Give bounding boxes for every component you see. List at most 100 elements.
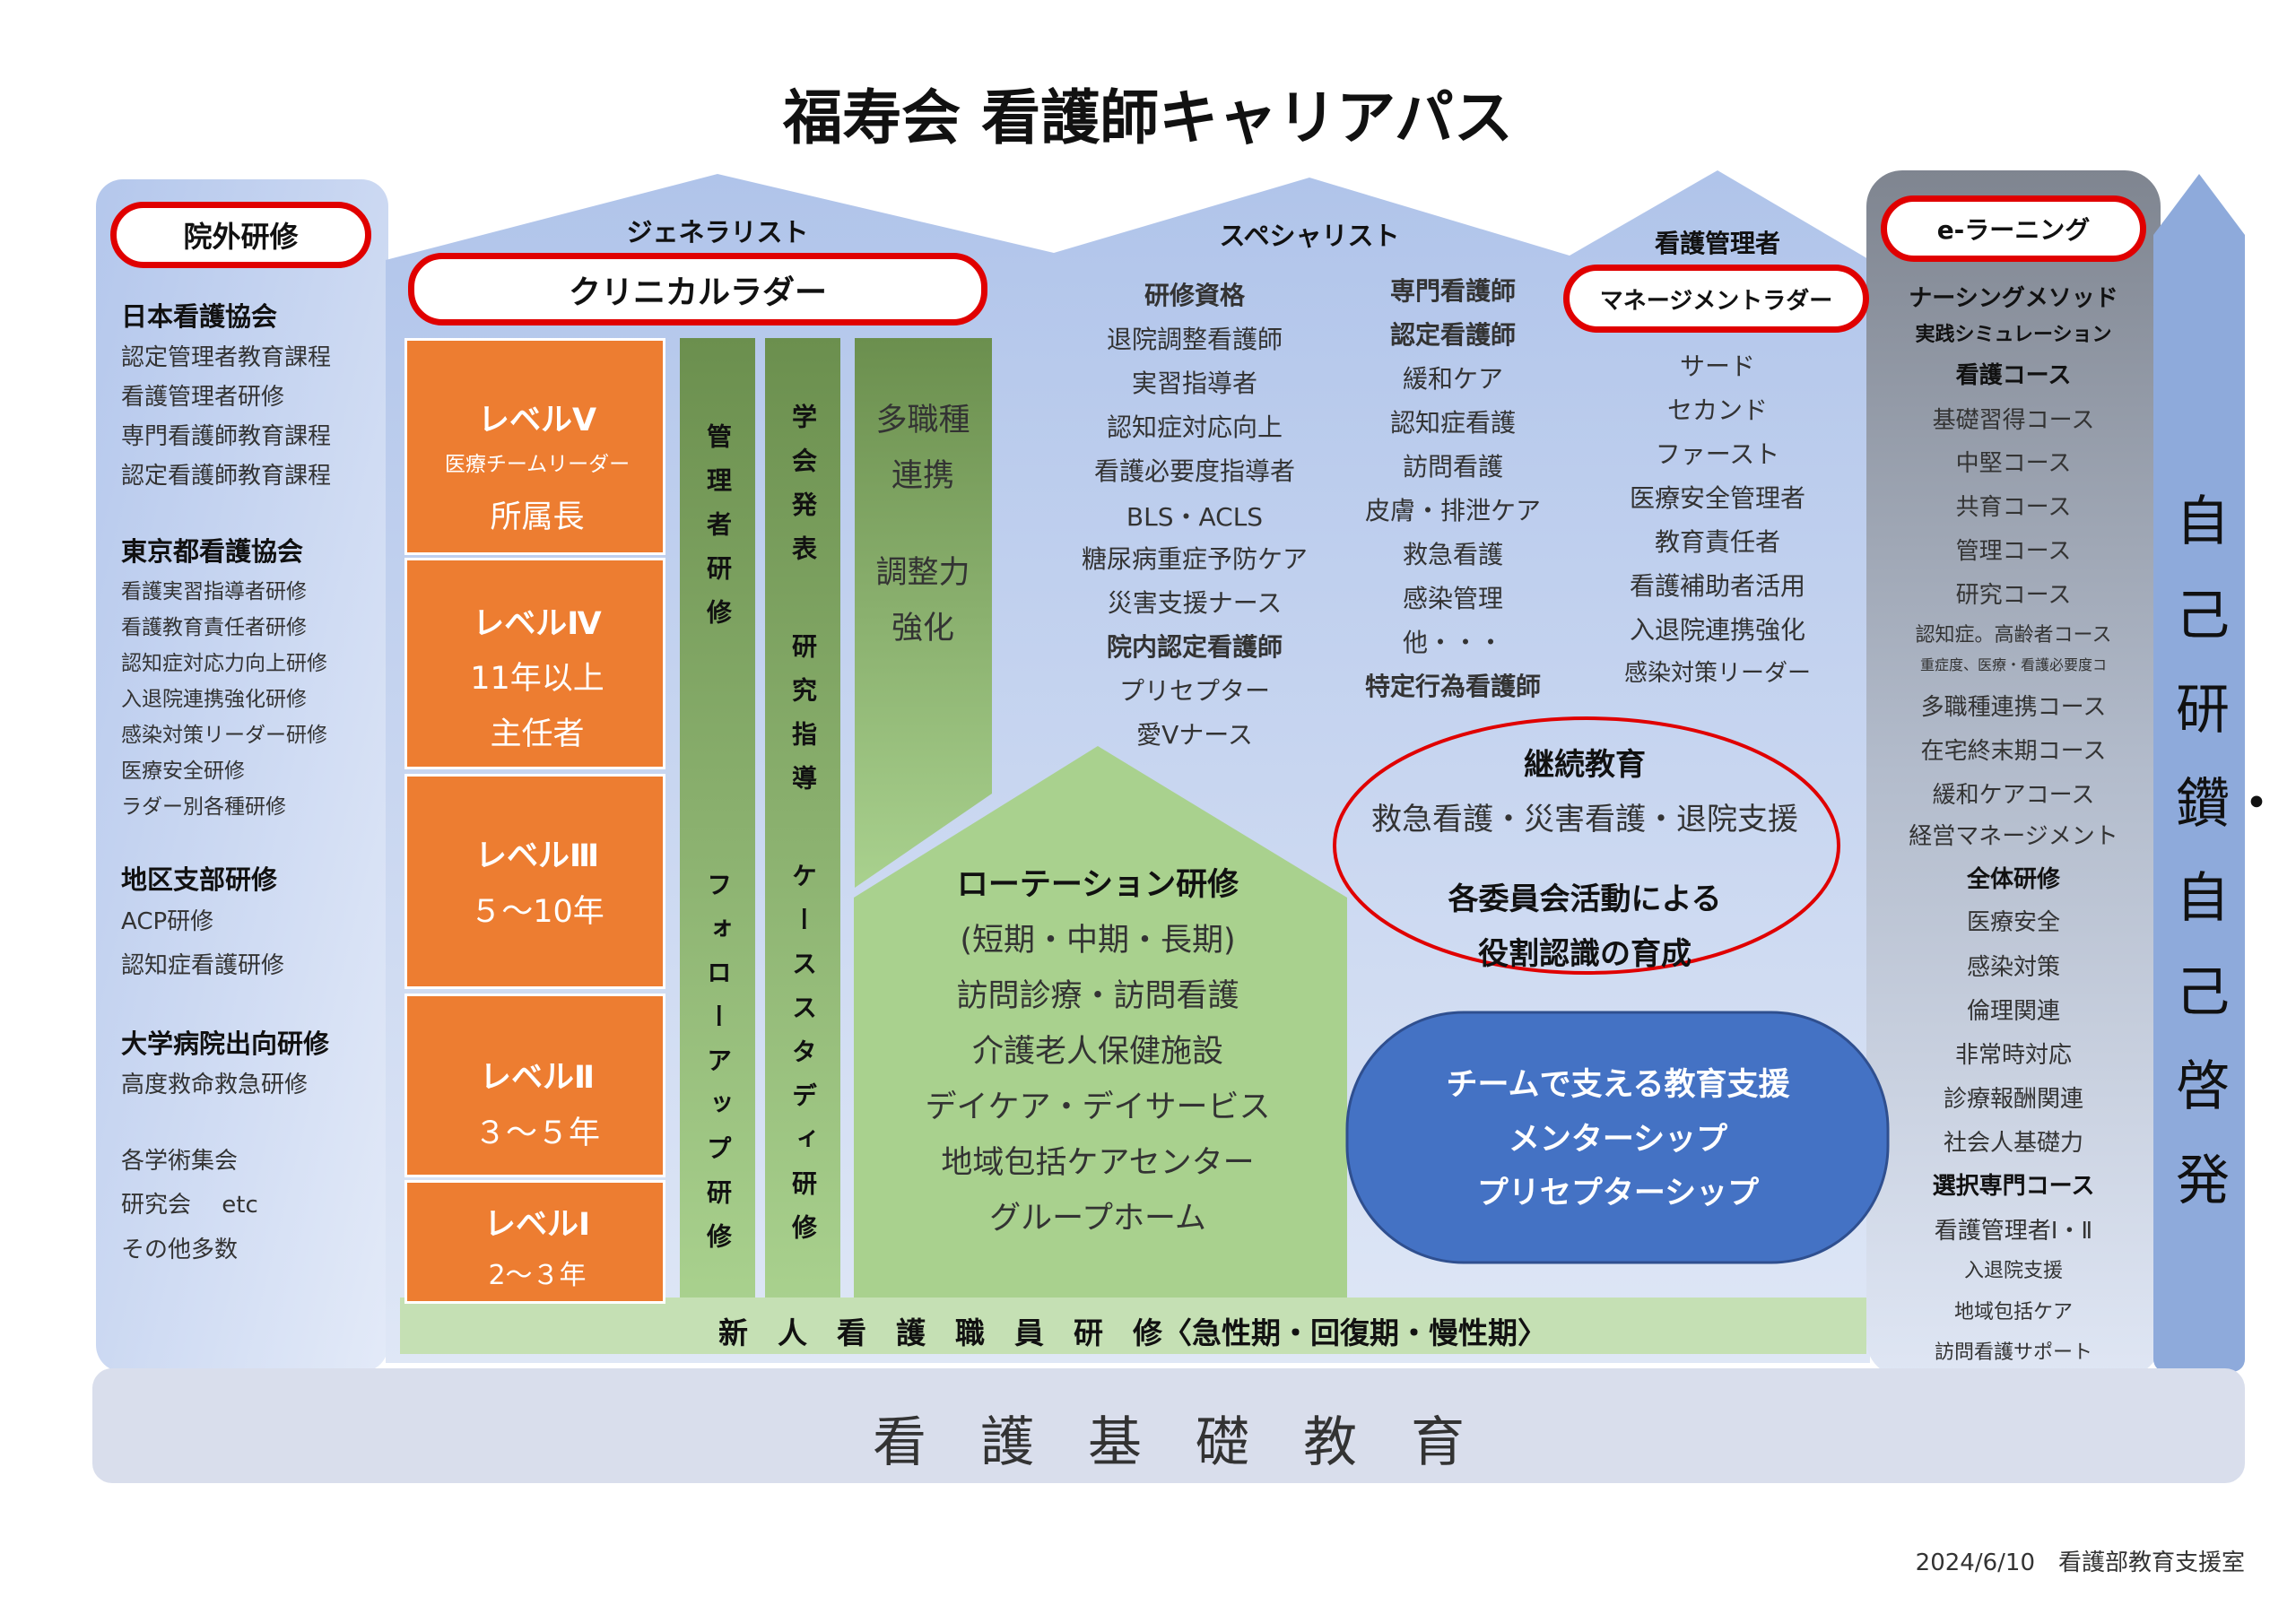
elearning-item: 倫理関連 <box>1966 998 2061 1025</box>
cert-item: 他・・・ <box>1402 628 1504 657</box>
elearning-item: 看護管理者Ⅰ・Ⅱ <box>1934 1218 2093 1245</box>
elearning-item: 訪問看護サポート <box>1934 1341 2093 1364</box>
elearning-item: 緩和ケアコース <box>1932 782 2095 809</box>
research-col <box>765 338 840 1302</box>
cert-item: 認知症看護 <box>1389 408 1517 438</box>
manager-item: 医療安全管理者 <box>1629 483 1806 513</box>
foundation-education: 看 護 基 礎 教 育 <box>873 1411 1465 1474</box>
elearning-item: 感染対策 <box>1966 954 2061 981</box>
multi-text: 調整力 <box>875 555 970 591</box>
elearning-item: 地域包括ケア <box>1953 1301 2074 1324</box>
level-name: レベルⅣ <box>473 606 602 642</box>
outside-heading: 日本看護協会 <box>121 301 278 332</box>
cert-item: 訪問看護 <box>1402 452 1504 482</box>
outside-item: 各学術集会 <box>121 1148 239 1175</box>
outside-item: 高度救命救急研修 <box>121 1072 309 1098</box>
team-line: チームで支える教育支援 <box>1446 1067 1790 1103</box>
outside-item: 看護教育責任者研修 <box>121 616 307 639</box>
manager-item: サード <box>1679 352 1756 381</box>
continuing-title: 継続教育 <box>1524 747 1646 783</box>
rotation-item: 地域包括ケアセンター <box>941 1145 1255 1181</box>
self-dev-arrow <box>2153 174 2245 1358</box>
level-2: レベルⅡ ３～５年 <box>404 994 665 1177</box>
qual-item: プリセプター <box>1118 676 1271 706</box>
level-name: レベルⅠ <box>483 1207 591 1243</box>
outside-item: 看護管理者研修 <box>121 384 285 411</box>
qual-item: 糖尿病重症予防ケア <box>1081 544 1309 574</box>
level-years: ５～10年 <box>470 894 604 930</box>
outside-item: 医療安全研修 <box>121 759 245 783</box>
team-box <box>1345 1011 1890 1264</box>
outside-item: 研究会 etc <box>121 1192 258 1219</box>
mgmt-col <box>680 338 755 1302</box>
cert-heading: 認定看護師 <box>1389 320 1517 350</box>
outside-training-box: 院外研修 <box>110 202 371 268</box>
multi-text: 多職種 <box>875 403 970 438</box>
manager-label: 看護管理者 <box>1654 229 1781 258</box>
elearning-item: 全体研修 <box>1966 866 2061 893</box>
outside-item: 認知症看護研修 <box>121 952 285 979</box>
cert-item: 皮膚・排泄ケア <box>1364 496 1542 525</box>
rotation-item: デイケア・デイサービス <box>925 1089 1271 1125</box>
level-1: レベルⅠ 2～３年 <box>404 1180 665 1304</box>
mgmt-training-text: 管理者研修 <box>703 423 733 643</box>
manager-item: 入退院連携強化 <box>1629 615 1806 645</box>
outside-item: 認知症対応力向上研修 <box>121 652 327 675</box>
level-role: 所属長 <box>490 499 585 535</box>
outside-item: 感染対策リーダー研修 <box>121 724 327 747</box>
rotation-item: 訪問診療・訪問看護 <box>956 978 1239 1014</box>
qual-item: 実習指導者 <box>1131 369 1258 398</box>
cert-heading: 専門看護師 <box>1389 276 1517 306</box>
self-development-text: 自己研鑽・自己啓発 <box>2176 490 2283 1212</box>
specialist-label: スペシャリスト <box>1219 221 1400 251</box>
qual-item: 災害支援ナース <box>1107 588 1283 618</box>
qual-item: 看護必要度指導者 <box>1093 456 1296 486</box>
rotation-title: ローテーション研修 <box>956 867 1239 903</box>
cert-heading: 特定行為看護師 <box>1364 672 1542 701</box>
rotation-item: (短期・中期・長期) <box>960 923 1236 959</box>
level-name: レベルⅢ <box>474 838 600 874</box>
outside-item: 看護実習指導者研修 <box>121 580 307 603</box>
elearning-item: 共育コース <box>1955 494 2072 521</box>
elearning-item: 社会人基礎力 <box>1943 1130 2084 1157</box>
qual-item: 認知症対応向上 <box>1106 412 1283 442</box>
qual-heading: 研修資格 <box>1144 281 1246 310</box>
continuing-ellipse <box>1333 716 1840 975</box>
level-years: 2～３年 <box>488 1260 587 1291</box>
elearning-item: 看護コース <box>1955 362 2072 389</box>
followup-training-text: フォローアップ研修 <box>703 872 733 1267</box>
continuing-line: 救急看護・災害看護・退院支援 <box>1371 802 1798 838</box>
elearning-item: 中堅コース <box>1955 450 2072 477</box>
generalist-label: ジェネラリスト <box>626 217 809 247</box>
level-name: レベルⅤ <box>477 403 597 438</box>
cert-item: 救急看護 <box>1402 540 1504 569</box>
level-years: ３～５年 <box>474 1115 601 1151</box>
manager-item: 看護補助者活用 <box>1629 571 1806 601</box>
elearning-item: 選択専門コース <box>1932 1173 2095 1200</box>
elearning-item: 入退院支援 <box>1963 1260 2064 1282</box>
manager-item: セカンド <box>1666 395 1769 425</box>
elearning-item: 医療安全 <box>1966 909 2061 936</box>
outside-item: 認定管理者教育課程 <box>121 344 332 371</box>
rotation-item: 介護老人保健施設 <box>971 1034 1224 1070</box>
team-line: プリセプターシップ <box>1476 1176 1760 1211</box>
cert-item: 感染管理 <box>1402 584 1504 613</box>
elearning-item: 重症度、医療・看護必要度コ <box>1919 656 2108 673</box>
outside-item: その他多数 <box>121 1237 239 1263</box>
elearning-item: 管理コース <box>1955 538 2072 565</box>
new-staff-training: 新 人 看 護 職 員 研 修〈急性期・回復期・慢性期〉 <box>718 1315 1547 1350</box>
level-name: レベルⅡ <box>479 1060 596 1096</box>
rotation-item: グループホーム <box>989 1201 1206 1237</box>
foundation-base <box>92 1368 2245 1483</box>
multi-col <box>855 338 992 888</box>
elearning-item: 実践シミュレーション <box>1915 324 2112 346</box>
qual-heading: 院内認定看護師 <box>1106 632 1283 662</box>
new-staff-bar <box>400 1298 1866 1354</box>
elearning-item: 多職種連携コース <box>1920 694 2107 721</box>
outside-item: 専門看護師教育課程 <box>121 423 332 450</box>
level-4: レベルⅣ 11年以上 主任者 <box>404 558 665 769</box>
elearning-item: ナーシングメソッド <box>1909 285 2118 312</box>
outside-heading: 東京都看護協会 <box>121 536 304 567</box>
outside-heading: 地区支部研修 <box>121 864 278 895</box>
